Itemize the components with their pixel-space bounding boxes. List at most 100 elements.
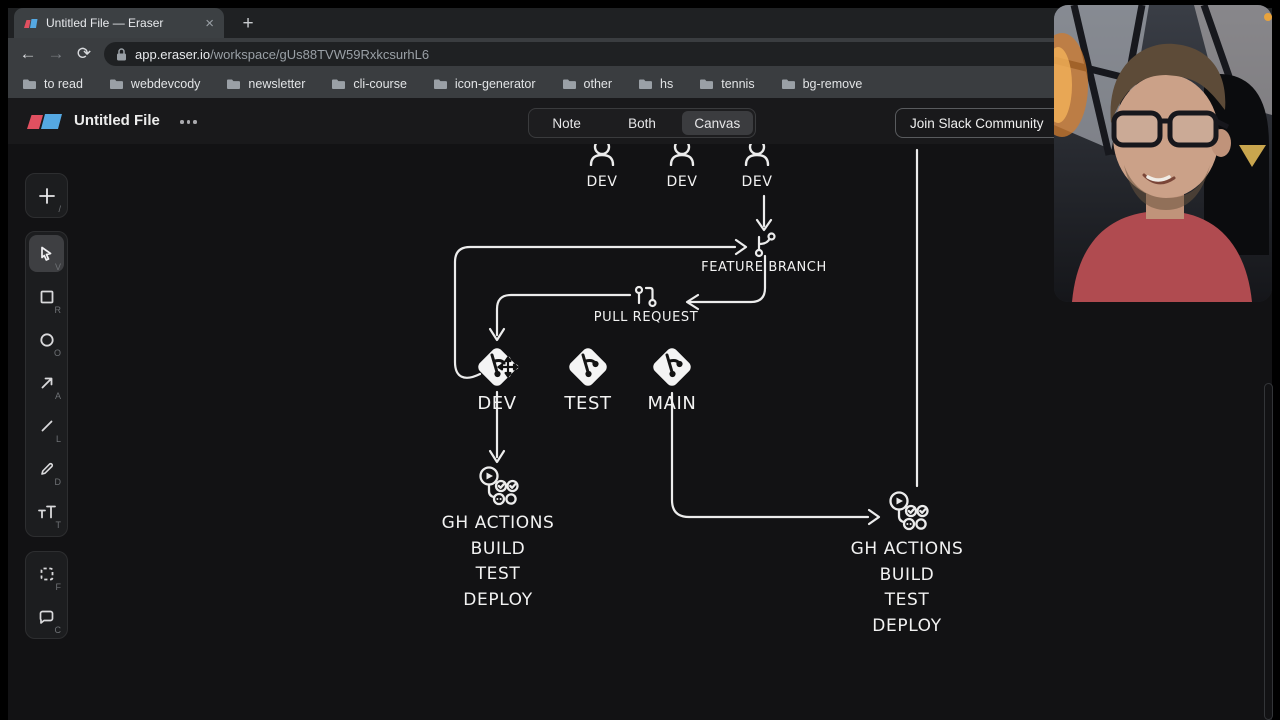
text-icon	[37, 505, 56, 518]
pipeline-line: BUILD	[879, 564, 935, 585]
node-label-dev-user[interactable]: DEV	[741, 174, 773, 190]
bookmark-folder[interactable]: other	[562, 77, 612, 91]
arrow-icon	[41, 377, 52, 388]
tool-shortcut: C	[54, 625, 62, 635]
git-diamond-icon[interactable]	[564, 343, 612, 391]
frame-icon	[40, 567, 53, 580]
node-label-dev-user[interactable]: DEV	[586, 174, 618, 190]
new-tab-icon[interactable]: +	[242, 13, 254, 34]
tool-shortcut: R	[54, 305, 62, 315]
insert-panel: /	[25, 173, 68, 218]
bookmark-folder[interactable]: hs	[638, 77, 673, 91]
node-label-dev-user[interactable]: DEV	[666, 174, 698, 190]
text-tool-button[interactable]: T	[26, 490, 67, 533]
ellipse-tool-button[interactable]: O	[26, 318, 67, 361]
folder-icon	[332, 79, 346, 89]
git-diamond-icon[interactable]	[648, 343, 696, 391]
select-tool-button[interactable]: V	[26, 232, 67, 275]
line-icon	[41, 420, 52, 431]
line-tool-button[interactable]: L	[26, 404, 67, 447]
node-label-branch[interactable]: DEV	[477, 393, 517, 414]
bookmark-folder[interactable]: tennis	[699, 77, 755, 91]
bookmark-label: icon-generator	[454, 77, 536, 91]
eraser-logo	[27, 114, 62, 129]
url-path: /workspace/gUs88TVW59RxkcsurhL6	[210, 46, 430, 62]
pipeline-line: TEST	[884, 590, 930, 610]
person-icon[interactable]	[667, 144, 697, 166]
bookmark-label: cli-course	[353, 77, 407, 91]
arrow-tool-button[interactable]: A	[26, 361, 67, 404]
bookmark-folder[interactable]: cli-course	[331, 77, 407, 91]
canvas-scrollbar[interactable]	[1264, 383, 1273, 720]
square-icon	[40, 290, 53, 303]
node-label-branch[interactable]: TEST	[564, 393, 612, 414]
url-domain: app.eraser.io	[135, 46, 211, 62]
url-text: app.eraser.io/workspace/gUs88TVW59Rxkcsu…	[135, 47, 429, 62]
pipeline-line: DEPLOY	[463, 589, 533, 610]
git-branch-icon[interactable]	[750, 230, 780, 260]
file-title: Untitled File	[74, 112, 160, 129]
node-label-feature-branch[interactable]: FEATURE BRANCH	[701, 260, 827, 275]
folder-icon	[109, 79, 123, 89]
bookmark-folder[interactable]: icon-generator	[433, 77, 536, 91]
eraser-favicon	[24, 19, 38, 28]
tab-canvas[interactable]: Canvas	[681, 111, 753, 135]
tab-both[interactable]: Both	[628, 115, 656, 131]
tool-shortcut: V	[54, 262, 61, 272]
folder-icon	[227, 79, 241, 89]
rectangle-tool-button[interactable]: R	[26, 275, 67, 318]
comment-tool-button[interactable]: C	[26, 595, 67, 638]
cursor-icon	[41, 246, 52, 261]
folder-icon	[781, 79, 795, 89]
bookmark-folder[interactable]: webdevcody	[109, 77, 201, 91]
person-icon[interactable]	[742, 144, 772, 166]
plus-icon	[38, 187, 55, 204]
bookmark-label: to read	[44, 77, 83, 91]
draw-tool-button[interactable]: D	[26, 447, 67, 490]
bookmark-label: tennis	[721, 77, 755, 91]
file-menu-icon[interactable]	[180, 120, 197, 124]
back-icon[interactable]: ←	[19, 44, 37, 63]
presenter-illustration	[1054, 5, 1272, 302]
close-tab-icon[interactable]: ×	[205, 14, 214, 32]
tool-shortcut: T	[55, 520, 62, 530]
node-label-pull-request[interactable]: PULL REQUEST	[593, 310, 699, 325]
tool-shortcut: F	[55, 582, 62, 592]
bookmark-label: hs	[660, 77, 674, 91]
bookmark-label: newsletter	[248, 77, 306, 91]
pencil-icon	[40, 462, 53, 475]
node-label-branch[interactable]: MAIN	[647, 393, 697, 414]
tool-shortcut: A	[54, 391, 61, 401]
circle-icon	[39, 332, 54, 347]
extras-panel: F C	[25, 551, 68, 639]
diagram-connectors	[453, 148, 919, 526]
pipeline-line: BUILD	[470, 538, 526, 559]
insert-tool-button[interactable]: /	[26, 174, 67, 217]
tab-note[interactable]: Note	[552, 115, 581, 131]
view-toggle: Note Both Canvas	[528, 108, 756, 138]
person-icon[interactable]	[587, 144, 617, 166]
lock-icon	[117, 47, 126, 60]
pipeline-label-right[interactable]: GH ACTIONS BUILD TEST DEPLOY	[851, 537, 964, 639]
bookmark-folder[interactable]: newsletter	[226, 77, 305, 91]
refresh-icon[interactable]: ⟳	[76, 44, 92, 63]
bookmark-label: webdevcody	[130, 77, 201, 91]
git-pull-request-icon[interactable]	[631, 283, 661, 313]
folder-icon	[23, 79, 36, 89]
bookmark-folder[interactable]: to read	[22, 77, 83, 91]
bookmark-label: bg-remove	[802, 77, 863, 91]
bookmark-folder[interactable]: bg-remove	[781, 77, 863, 91]
github-actions-icon[interactable]	[884, 489, 932, 537]
pipeline-label-left[interactable]: GH ACTIONS BUILD TEST DEPLOY	[442, 511, 555, 613]
browser-tab[interactable]: Untitled File — Eraser ×	[14, 8, 224, 38]
tool-shortcut: O	[53, 348, 61, 358]
pipeline-line: TEST	[475, 564, 521, 584]
folder-icon	[700, 79, 714, 89]
comment-icon	[39, 610, 54, 624]
frame-tool-button[interactable]: F	[26, 552, 67, 595]
folder-icon	[639, 79, 653, 89]
github-actions-icon[interactable]	[474, 464, 522, 512]
forward-icon[interactable]: →	[47, 44, 65, 63]
webcam-overlay	[1054, 5, 1272, 302]
